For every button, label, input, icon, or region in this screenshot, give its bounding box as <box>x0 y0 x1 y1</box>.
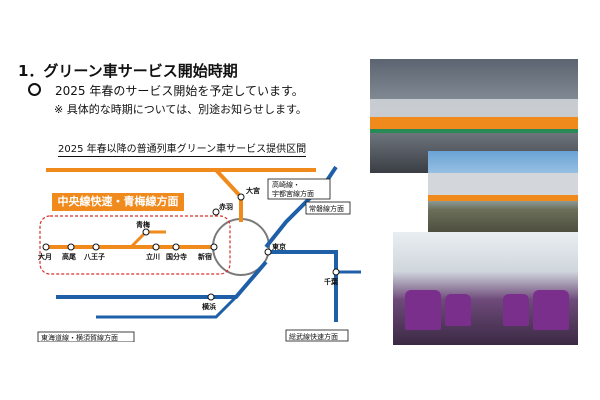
station-dot <box>152 243 160 251</box>
station-tokyo: 東京 <box>272 242 286 251</box>
station-omiya: 大宮 <box>246 186 260 195</box>
station-dot <box>92 243 100 251</box>
photo-train-body <box>428 173 578 195</box>
station-dot <box>142 228 150 236</box>
tokaido-line <box>56 260 268 299</box>
station-dot <box>172 243 180 251</box>
tokaido-box <box>37 331 135 342</box>
station-dot <box>67 243 75 251</box>
station-kokubunji: 国分寺 <box>166 252 187 261</box>
station-dot <box>207 293 215 301</box>
photo-seat <box>533 290 569 330</box>
takasaki-box-label: 高崎線・宇都宮線方面 <box>272 180 314 198</box>
photo-train-stripe <box>370 117 578 129</box>
joban-box-label: 常磐線方面 <box>309 204 344 213</box>
station-dot <box>237 193 245 201</box>
station-ome: 青梅 <box>136 220 150 229</box>
joban-box <box>305 201 351 215</box>
train-exterior-photo <box>428 151 578 235</box>
station-dot <box>210 243 218 251</box>
station-takao: 高尾 <box>62 252 76 261</box>
station-dot <box>264 248 272 256</box>
note-line: ※ 具体的な時期については、別途お知らせします。 <box>54 103 307 116</box>
sobu-line <box>266 250 338 322</box>
photo-seat <box>503 294 529 326</box>
photo-train-green-stripe <box>370 129 578 133</box>
station-akabane: 赤羽 <box>219 202 233 211</box>
photo-seat <box>405 290 441 330</box>
sobu-box <box>285 329 349 342</box>
station-shinjuku: 新宿 <box>198 252 212 261</box>
map-title: 2025 年春以降の普通列車グリーン車サービス提供区間 <box>58 140 307 157</box>
yokosuka-line <box>96 295 238 319</box>
takasaki-box <box>267 178 331 200</box>
photo-train-stripe <box>428 195 578 201</box>
page-heading: 1．グリーン車サービス開始時期 <box>18 62 238 80</box>
station-yokohama: 横浜 <box>202 302 216 311</box>
sobu-box-label: 総武線快速方面 <box>289 332 338 341</box>
station-otsuki: 大月 <box>38 252 52 261</box>
station-tachikawa: 立川 <box>146 252 160 261</box>
train-interior-photo <box>393 232 578 345</box>
chuo-line-label: 中央線快速・青梅線方面 <box>52 193 184 211</box>
chuo-highlight-box <box>39 215 231 275</box>
tokaido-box-label: 東海道線・横須賀線方面 <box>41 333 118 342</box>
station-dot <box>42 243 50 251</box>
photo-seat <box>445 294 471 326</box>
station-dot <box>212 208 220 216</box>
station-chiba: 千葉 <box>324 277 339 286</box>
bullet-line: 2025 年春のサービス開始を予定しています。 <box>28 82 304 99</box>
photo-train-windows <box>370 99 578 117</box>
bullet-text: 2025 年春のサービス開始を予定しています。 <box>55 84 304 98</box>
station-dot <box>332 268 340 276</box>
route-map: 大宮 赤羽 新宿 東京 立川 国分寺 八王子 高尾 大月 青梅 横浜 千葉 高崎… <box>37 165 361 342</box>
takasaki-line <box>46 168 243 222</box>
bullet-circle-icon <box>28 83 41 96</box>
station-hachioji: 八王子 <box>83 253 105 261</box>
